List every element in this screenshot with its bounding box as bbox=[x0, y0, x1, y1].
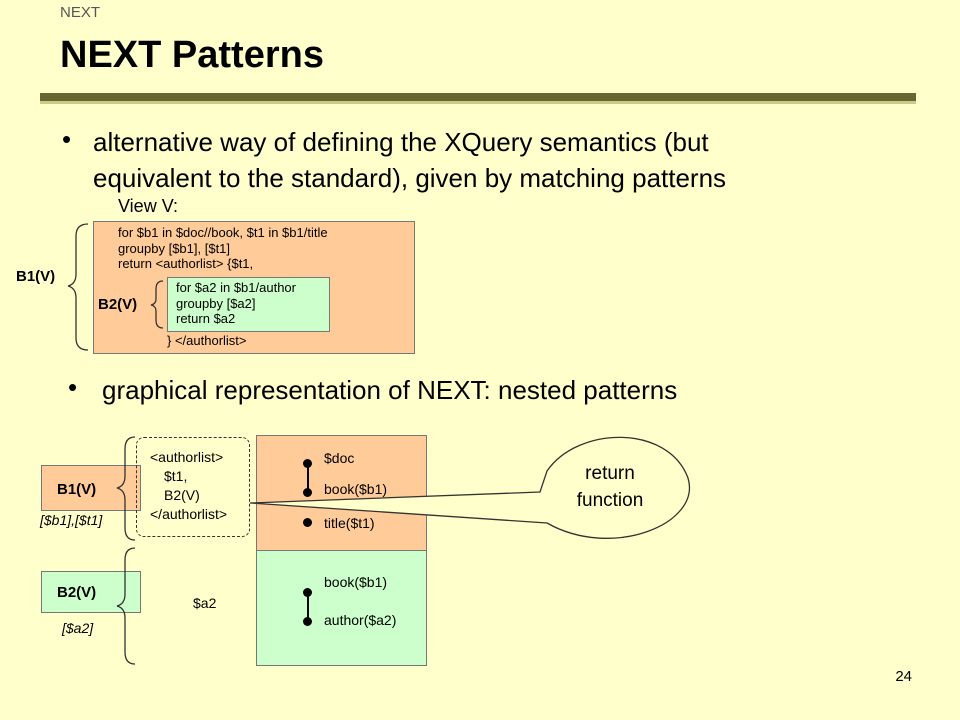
view-outer-code: for $b1 in $doc//book, $t1 in $b1/title … bbox=[118, 225, 328, 272]
title-rule-highlight bbox=[40, 101, 916, 104]
node-label: book($b1) bbox=[324, 574, 388, 590]
b1-pattern-box bbox=[256, 435, 427, 552]
view-caption: View V: bbox=[118, 196, 179, 216]
b1-label-box bbox=[41, 465, 141, 511]
pattern-edge bbox=[307, 591, 309, 621]
b2-return: $a2 bbox=[193, 595, 217, 611]
view-inner-label: B2(V) bbox=[98, 296, 138, 313]
node-label: $doc bbox=[324, 450, 355, 466]
title-rule bbox=[40, 93, 916, 101]
callout-text: return function bbox=[545, 460, 675, 514]
view-outer-brace bbox=[67, 223, 89, 351]
bullet-dot: • bbox=[62, 124, 72, 154]
b2-pattern-box bbox=[256, 550, 427, 666]
code-line: groupby [$a2] bbox=[176, 295, 256, 311]
template-line: </authorlist> bbox=[150, 506, 228, 522]
return-template-box bbox=[136, 437, 250, 537]
code-line: return <authorlist> {$t1, bbox=[118, 256, 254, 271]
b1-brace bbox=[116, 436, 136, 541]
code-line: groupby [$b1], [$t1] bbox=[118, 240, 231, 256]
template-line: $t1, bbox=[164, 468, 188, 484]
b2-brace bbox=[116, 547, 136, 665]
node-label: author($a2) bbox=[324, 612, 397, 628]
b2-groupby: [$a2] bbox=[62, 620, 94, 636]
pattern-node-title bbox=[303, 518, 312, 527]
return-template: <authorlist> $t1, B2(V) </authorlist> bbox=[150, 448, 227, 524]
pattern-node-author bbox=[303, 617, 312, 626]
node-label: book($b1) bbox=[324, 481, 388, 497]
template-line: <authorlist> bbox=[150, 449, 224, 465]
b2-label-box bbox=[41, 571, 141, 613]
code-line: for $b1 in $doc//book, $t1 in $b1/title bbox=[118, 225, 328, 240]
pattern-node-doc bbox=[303, 459, 312, 468]
view-inner-code: for $a2 in $b1/author groupby [$a2] retu… bbox=[176, 280, 296, 327]
b1-label: B1(V) bbox=[57, 481, 97, 498]
section-kicker: NEXT bbox=[60, 4, 101, 21]
slide-title: NEXT Patterns bbox=[60, 34, 324, 76]
b2-label: B2(V) bbox=[57, 584, 97, 601]
pattern-edge bbox=[307, 463, 309, 491]
view-outer-label: B1(V) bbox=[16, 268, 56, 285]
view-inner-box bbox=[167, 277, 330, 332]
pattern-node-book bbox=[303, 588, 312, 597]
page-number: 24 bbox=[895, 668, 912, 685]
callout-line: return bbox=[585, 463, 635, 484]
view-closing-line: } </authorlist> bbox=[167, 333, 247, 348]
pattern-node-book bbox=[303, 488, 312, 497]
bullet-1: alternative way of defining the XQuery s… bbox=[93, 124, 726, 196]
node-label: title($t1) bbox=[324, 515, 375, 531]
code-line: for $a2 in $b1/author bbox=[176, 280, 296, 295]
bullet-1-line-1: alternative way of defining the XQuery s… bbox=[93, 127, 709, 157]
view-inner-brace bbox=[150, 280, 164, 329]
bullet-1-line-2: equivalent to the standard), given by ma… bbox=[93, 163, 727, 193]
b1-groupby: [$b1],[$t1] bbox=[40, 512, 103, 528]
callout-line: function bbox=[576, 490, 644, 511]
bullet-2: graphical representation of NEXT: nested… bbox=[102, 375, 678, 405]
template-line: B2(V) bbox=[164, 487, 200, 503]
code-line: return $a2 bbox=[176, 311, 236, 326]
bullet-dot: • bbox=[68, 372, 78, 402]
return-function-callout bbox=[249, 436, 691, 539]
